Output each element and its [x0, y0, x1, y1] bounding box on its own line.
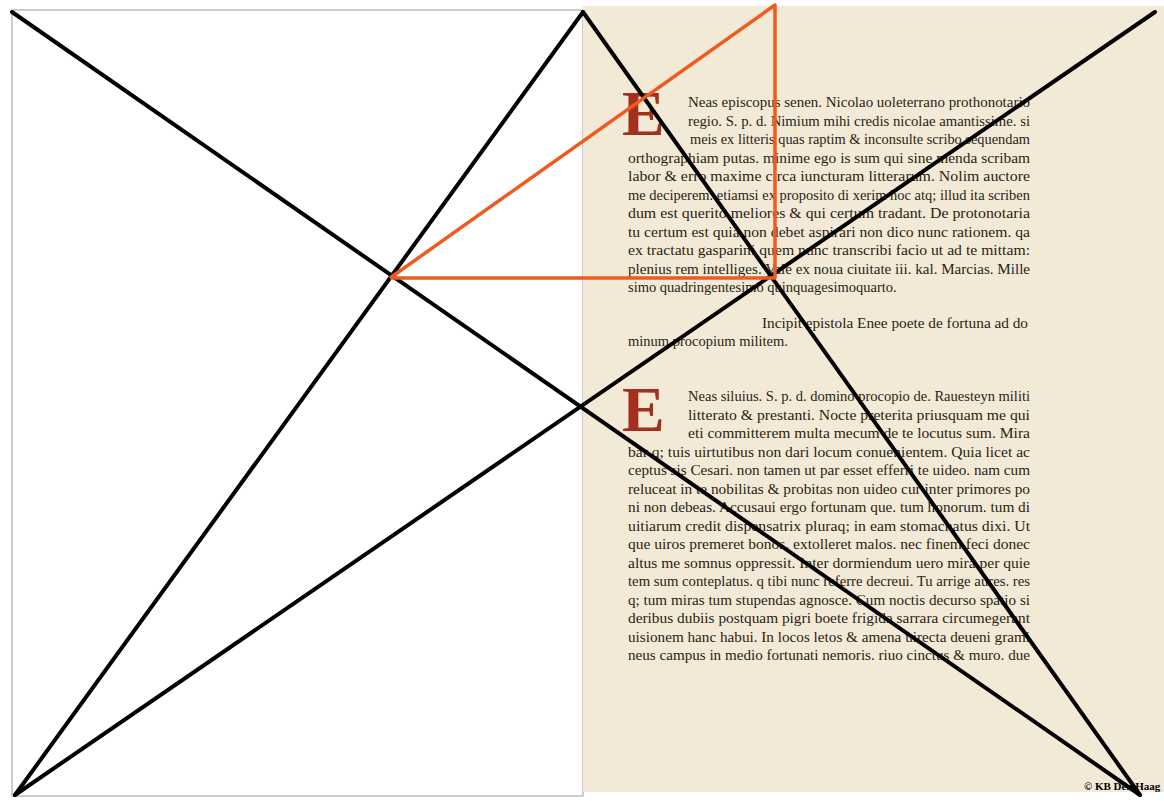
parchment-page	[583, 6, 1164, 792]
text-line: ni non debeas. Accusaui ergo fortunam qu…	[628, 499, 1030, 516]
text-line: Incipit epistola Enee poete de fortuna a…	[762, 315, 1028, 332]
text-line: me deciperem. etiamsi ex proposito di xe…	[628, 187, 1030, 204]
drop-capital: E	[622, 82, 665, 146]
text-line: eti committerem multa mecum de te locutu…	[688, 425, 1030, 442]
text-line: dum est querito meliores & qui certum tr…	[628, 205, 1030, 222]
text-line: ceptus sis Cesari. non tamen ut par esse…	[628, 462, 1030, 479]
text-line: altus me somnus oppressit. Inter dormien…	[628, 555, 1030, 572]
text-line: litterato & prestanti. Nocte preterita p…	[688, 407, 1030, 424]
text-line: reluceat in te nobilitas & probitas non …	[628, 481, 1030, 498]
copyright-watermark: © KB Den Haag	[1084, 780, 1160, 793]
page-diagonal	[15, 12, 583, 795]
text-line: uitiarum credit dispensatrix pluraq; in …	[628, 518, 1030, 535]
text-line: q; tum miras tum stupendas agnosce. Cum …	[628, 592, 1030, 609]
text-line: Neas episcopus senen. Nicolao uoleterran…	[688, 94, 1030, 111]
text-line: bar q; tuis uirtutibus non dari locum co…	[628, 444, 1030, 461]
text-line: tu certum est quia non debet aspirari no…	[628, 224, 1030, 241]
text-line: tem sum conteplatus. q tibi nunc referre…	[628, 573, 1030, 590]
text-line: que uiros premeret bonos. extolleret mal…	[628, 536, 1030, 553]
drop-capital: E	[622, 378, 665, 442]
text-line: meis ex litteris quas raptim & inconsult…	[690, 131, 1030, 148]
spread-diagonal	[15, 12, 1155, 795]
blank-page	[12, 10, 583, 796]
text-line: simo quadringentesimo quinquagesimoquart…	[628, 279, 897, 296]
text-line: orthographiam putas. minime ego is sum q…	[628, 150, 1030, 167]
text-line: uisionem hanc habui. In locos letos & am…	[628, 629, 1030, 646]
spread-diagonal	[12, 12, 1140, 795]
text-line: regio. S. p. d. Nimium mihi credis nicol…	[688, 113, 1030, 130]
text-line: neus campus in medio fortunati nemoris. …	[628, 647, 1030, 664]
text-line: labor & erro maxime circa iuncturam litt…	[628, 168, 1030, 185]
text-line: Neas siluius. S. p. d. domino procopio d…	[688, 388, 1030, 405]
text-line: ex tractatu gasparini quem nunc transcri…	[628, 242, 1030, 259]
text-line: deribus dubiis postquam pigri boete frig…	[628, 610, 1030, 627]
text-line: plenius rem intelliges. Vale ex noua ciu…	[628, 261, 1030, 278]
text-line: minum procopium militem.	[628, 333, 788, 350]
page-diagonal	[583, 12, 1140, 795]
